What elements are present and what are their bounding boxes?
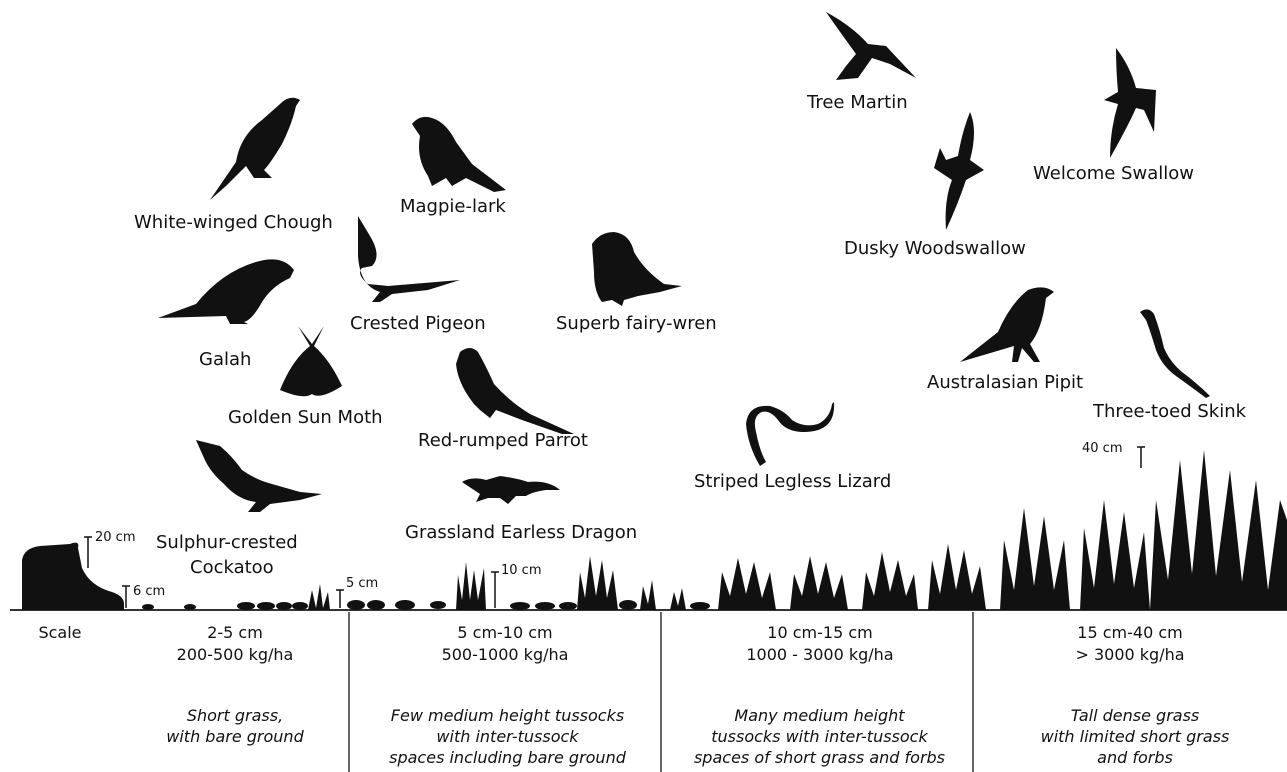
label-superb-fairy-wren: Superb fairy-wren bbox=[556, 313, 717, 335]
tall-dense-grass bbox=[1000, 450, 1287, 610]
sulphur-crested-cockatoo-icon bbox=[196, 440, 322, 512]
label-galah: Galah bbox=[199, 349, 251, 371]
short-grass-tufts bbox=[142, 584, 710, 610]
scale-label-40cm: 40 cm bbox=[1082, 441, 1123, 456]
scale-heading: Scale bbox=[20, 622, 100, 644]
description-line: with inter-tussock bbox=[365, 727, 650, 748]
column-tall-grass: 15 cm-40 cm > 3000 kg/ha bbox=[1030, 622, 1230, 665]
label-magpie-lark: Magpie-lark bbox=[400, 196, 506, 218]
description-line: with limited short grass bbox=[1010, 727, 1260, 748]
label-welcome-swallow: Welcome Swallow bbox=[1033, 163, 1194, 185]
column-height: 5 cm-10 cm bbox=[410, 622, 600, 644]
column-height: 10 cm-15 cm bbox=[720, 622, 920, 644]
scale-label-6cm: 6 cm bbox=[133, 584, 165, 599]
description-short-grass: Short grass, with bare ground bbox=[135, 706, 335, 748]
column-few-tussocks: 5 cm-10 cm 500-1000 kg/ha bbox=[410, 622, 600, 665]
label-sulphur-crested-cockatoo-1: Sulphur-crested bbox=[156, 532, 298, 554]
superb-fairy-wren-icon bbox=[592, 232, 682, 306]
column-height: 15 cm-40 cm bbox=[1030, 622, 1230, 644]
description-line: with bare ground bbox=[135, 727, 335, 748]
red-rumped-parrot-icon bbox=[456, 348, 574, 434]
description-line: Many medium height bbox=[672, 706, 967, 727]
medium-tussocks bbox=[456, 556, 686, 610]
scale-tick-10 bbox=[491, 572, 499, 608]
label-red-rumped-parrot: Red-rumped Parrot bbox=[418, 430, 588, 452]
column-biomass: 1000 - 3000 kg/ha bbox=[720, 644, 920, 666]
label-golden-sun-moth: Golden Sun Moth bbox=[228, 407, 383, 429]
label-dusky-woodswallow: Dusky Woodswallow bbox=[844, 238, 1026, 260]
striped-legless-lizard-icon bbox=[746, 402, 834, 466]
scale-label-5cm: 5 cm bbox=[346, 576, 378, 591]
description-few-tussocks: Few medium height tussocks with inter-tu… bbox=[365, 706, 650, 768]
column-biomass: 500-1000 kg/ha bbox=[410, 644, 600, 666]
label-tree-martin: Tree Martin bbox=[807, 92, 908, 114]
tree-martin-icon bbox=[826, 12, 916, 80]
label-sulphur-crested-cockatoo-2: Cockatoo bbox=[190, 557, 274, 579]
label-australasian-pipit: Australasian Pipit bbox=[927, 372, 1083, 394]
description-line: tussocks with inter-tussock bbox=[672, 727, 967, 748]
welcome-swallow-icon bbox=[1104, 48, 1156, 158]
description-line: spaces of short grass and forbs bbox=[672, 748, 967, 769]
scale-tick-40 bbox=[1137, 447, 1145, 468]
description-many-tussocks: Many medium height tussocks with inter-t… bbox=[672, 706, 967, 768]
description-line: Short grass, bbox=[135, 706, 335, 727]
label-crested-pigeon: Crested Pigeon bbox=[350, 313, 486, 335]
label-three-toed-skink: Three-toed Skink bbox=[1093, 401, 1246, 423]
scale-label-20cm: 20 cm bbox=[95, 530, 136, 545]
crested-pigeon-icon bbox=[358, 216, 460, 302]
grassland-earless-dragon-icon bbox=[462, 476, 560, 504]
dusky-woodswallow-icon bbox=[934, 112, 984, 230]
column-short-grass: 2-5 cm 200-500 kg/ha bbox=[140, 622, 330, 665]
label-white-winged-chough: White-winged Chough bbox=[134, 212, 333, 234]
australasian-pipit-icon bbox=[960, 287, 1054, 362]
magpie-lark-icon bbox=[412, 117, 506, 192]
white-winged-chough-icon bbox=[210, 98, 300, 200]
scale-tick-5 bbox=[336, 590, 344, 608]
column-biomass: > 3000 kg/ha bbox=[1030, 644, 1230, 666]
description-tall-grass: Tall dense grass with limited short gras… bbox=[1010, 706, 1260, 768]
label-striped-legless-lizard: Striped Legless Lizard bbox=[694, 471, 891, 493]
column-biomass: 200-500 kg/ha bbox=[140, 644, 330, 666]
golden-sun-moth-icon bbox=[280, 326, 342, 396]
column-height: 2-5 cm bbox=[140, 622, 330, 644]
description-line: and forbs bbox=[1010, 748, 1260, 769]
scale-tick-20 bbox=[84, 537, 92, 568]
scale-label-10cm: 10 cm bbox=[501, 563, 542, 578]
description-line: Tall dense grass bbox=[1010, 706, 1260, 727]
medium-tussock-clumps bbox=[718, 544, 986, 610]
description-line: spaces including bare ground bbox=[365, 748, 650, 769]
galah-icon bbox=[158, 259, 294, 324]
description-line: Few medium height tussocks bbox=[365, 706, 650, 727]
three-toed-skink-icon bbox=[1140, 309, 1210, 398]
column-many-tussocks: 10 cm-15 cm 1000 - 3000 kg/ha bbox=[720, 622, 920, 665]
boot-icon bbox=[22, 543, 124, 610]
label-grassland-earless-dragon: Grassland Earless Dragon bbox=[405, 522, 637, 544]
